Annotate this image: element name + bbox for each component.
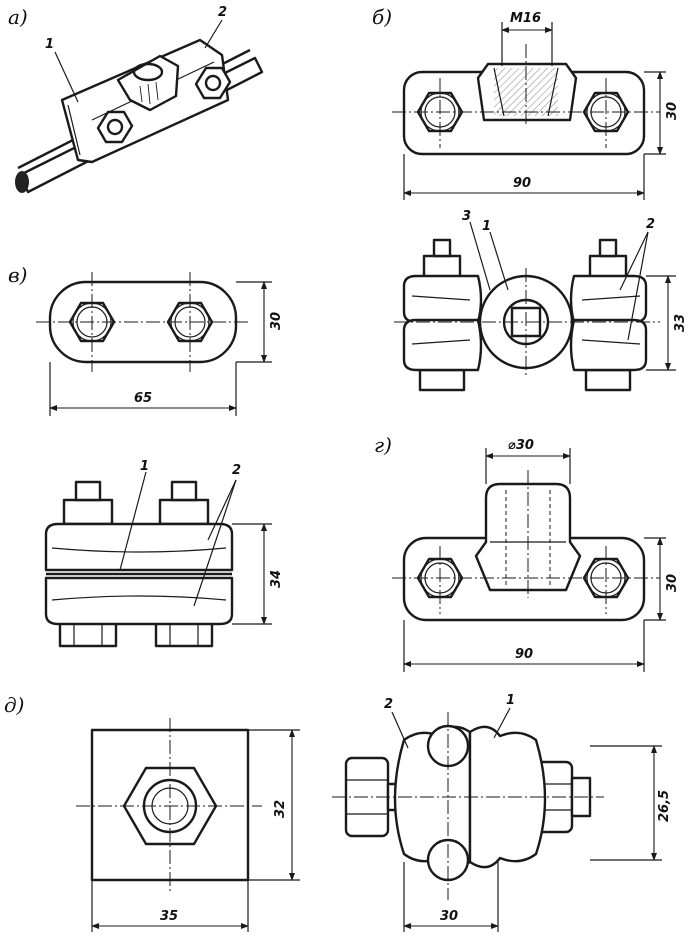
panel-v-callout-2: 2 [232, 463, 241, 478]
panel-g-height-dim: 30 [665, 574, 680, 592]
panel-v-callout-1: 1 [140, 459, 149, 474]
panel-d-side-width-dim: 30 [440, 909, 458, 924]
panel-d-callout-2: 2 [384, 697, 393, 712]
panel-a-label: а) [8, 5, 28, 29]
panel-v-label: в) [8, 263, 27, 287]
panel-b-width-dim: 90 [513, 176, 531, 191]
panel-d-side-view: 26,5 30 2 1 [332, 693, 672, 932]
panel-v-side-view: 34 1 2 [44, 459, 284, 648]
panel-d-height-dim: 32 [273, 800, 288, 818]
panel-b-top-view: б) M16 30 90 [372, 5, 680, 200]
panel-v-height-dim: 30 [269, 312, 284, 330]
bolt-left [96, 110, 134, 144]
panel-d-top-view: д) 32 35 [4, 693, 300, 932]
panel-g-top-view: г) ⌀30 30 90 [374, 433, 680, 672]
panel-a-callout-2: 2 [218, 5, 227, 20]
panel-b-side-view: 33 3 1 2 [394, 209, 688, 392]
panel-b-thread-dim: M16 [510, 11, 541, 26]
panel-b-height-dim: 30 [665, 102, 680, 120]
panel-d-side-height-dim: 26,5 [657, 790, 672, 822]
panel-d-label: д) [4, 693, 24, 717]
panel-b-label: б) [372, 5, 392, 29]
panel-v-width-dim: 65 [134, 391, 152, 406]
conductor-end [15, 171, 29, 193]
panel-a-perspective: а) 1 2 [8, 5, 264, 194]
panel-g-diameter-dim: ⌀30 [508, 438, 534, 453]
panel-g-width-dim: 90 [515, 647, 533, 662]
panel-v-top-view: в) 30 65 [8, 263, 284, 416]
panel-b-callout-2: 2 [646, 217, 655, 232]
panel-a-callout-1: 1 [45, 37, 54, 52]
panel-b-callout-3: 3 [462, 209, 471, 224]
bolt-right [194, 66, 232, 100]
panel-d-callout-1: 1 [506, 693, 515, 708]
panel-b-side-height-dim: 33 [673, 314, 688, 332]
panel-b-callout-1: 1 [482, 219, 491, 234]
panel-v-side-height-dim: 34 [269, 570, 284, 588]
panel-d-width-dim: 35 [160, 909, 178, 924]
panel-g-label: г) [374, 433, 392, 457]
